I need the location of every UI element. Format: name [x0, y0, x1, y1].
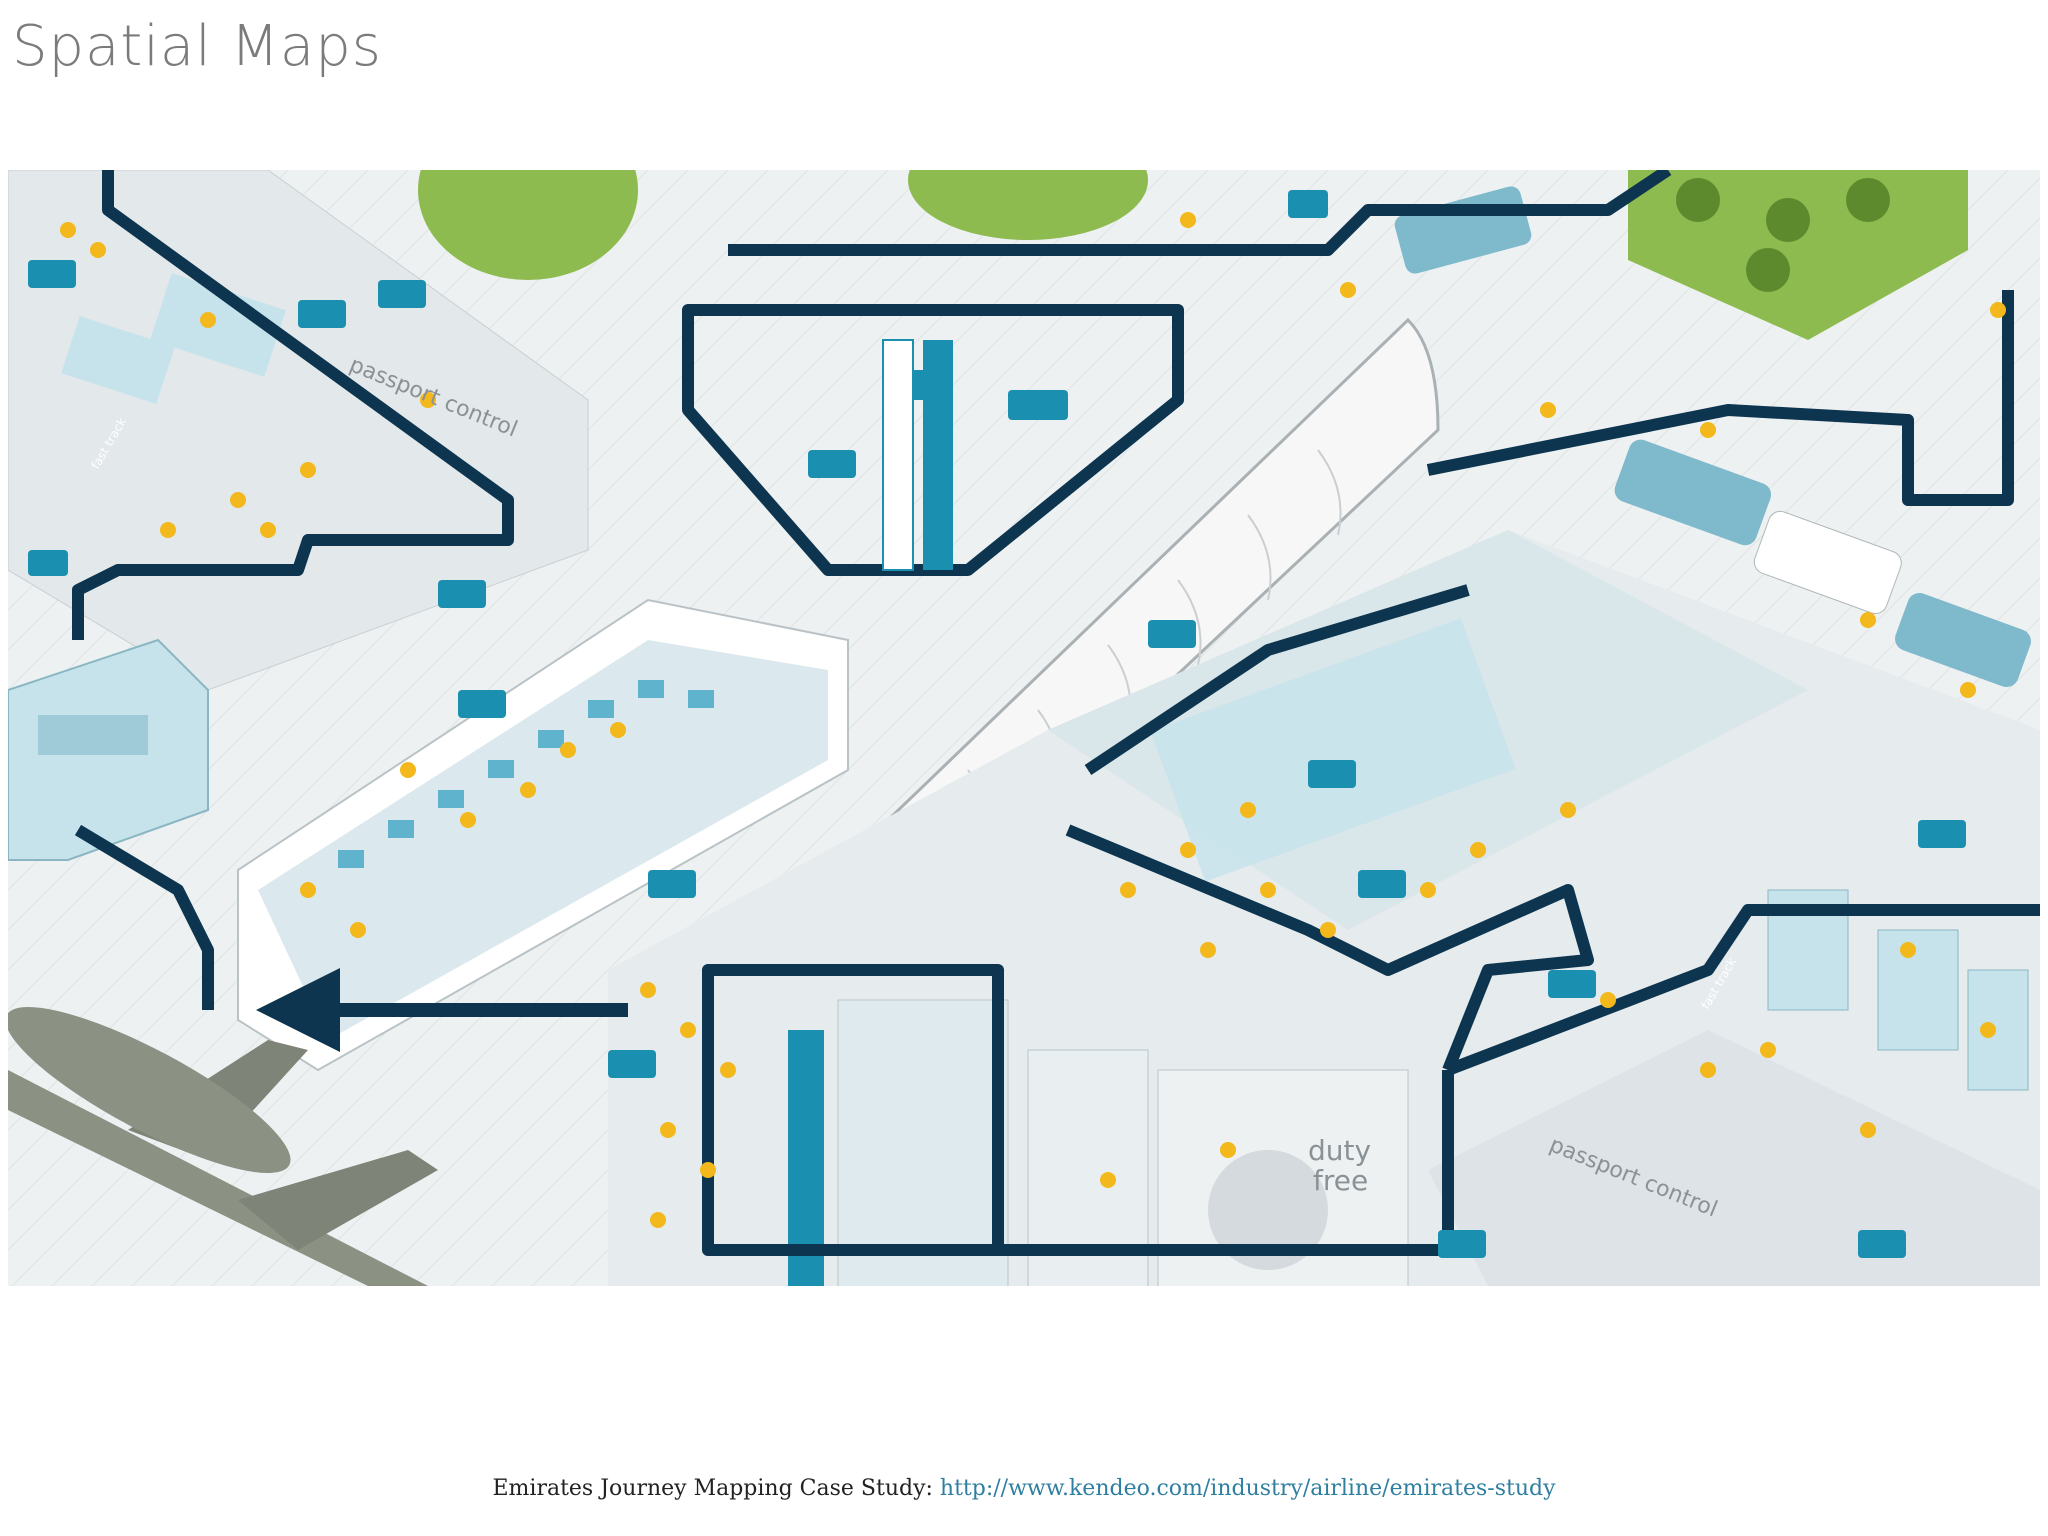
- slide-title: Spatial Maps: [12, 14, 382, 79]
- journey-map-illustration: passport control passport control fast t…: [8, 170, 2040, 1286]
- caption-prefix: Emirates Journey Mapping Case Study:: [492, 1476, 940, 1501]
- duty-free-label-line1: duty: [1308, 1134, 1371, 1167]
- passport-control-left-area: [8, 170, 589, 691]
- info-callouts: [28, 190, 1966, 1258]
- service-strip: [882, 339, 953, 571]
- grass-areas: [418, 170, 1968, 340]
- jet-bridge: [8, 638, 209, 861]
- duty-free-label-line2: free: [1313, 1164, 1368, 1197]
- airplane-illustration: [8, 1006, 438, 1286]
- aircraft-cabin: [237, 598, 849, 1072]
- source-caption: Emirates Journey Mapping Case Study: htt…: [0, 1476, 2048, 1501]
- case-study-link[interactable]: http://www.kendeo.com/industry/airline/e…: [939, 1476, 1556, 1501]
- people-figures: [60, 212, 2006, 1228]
